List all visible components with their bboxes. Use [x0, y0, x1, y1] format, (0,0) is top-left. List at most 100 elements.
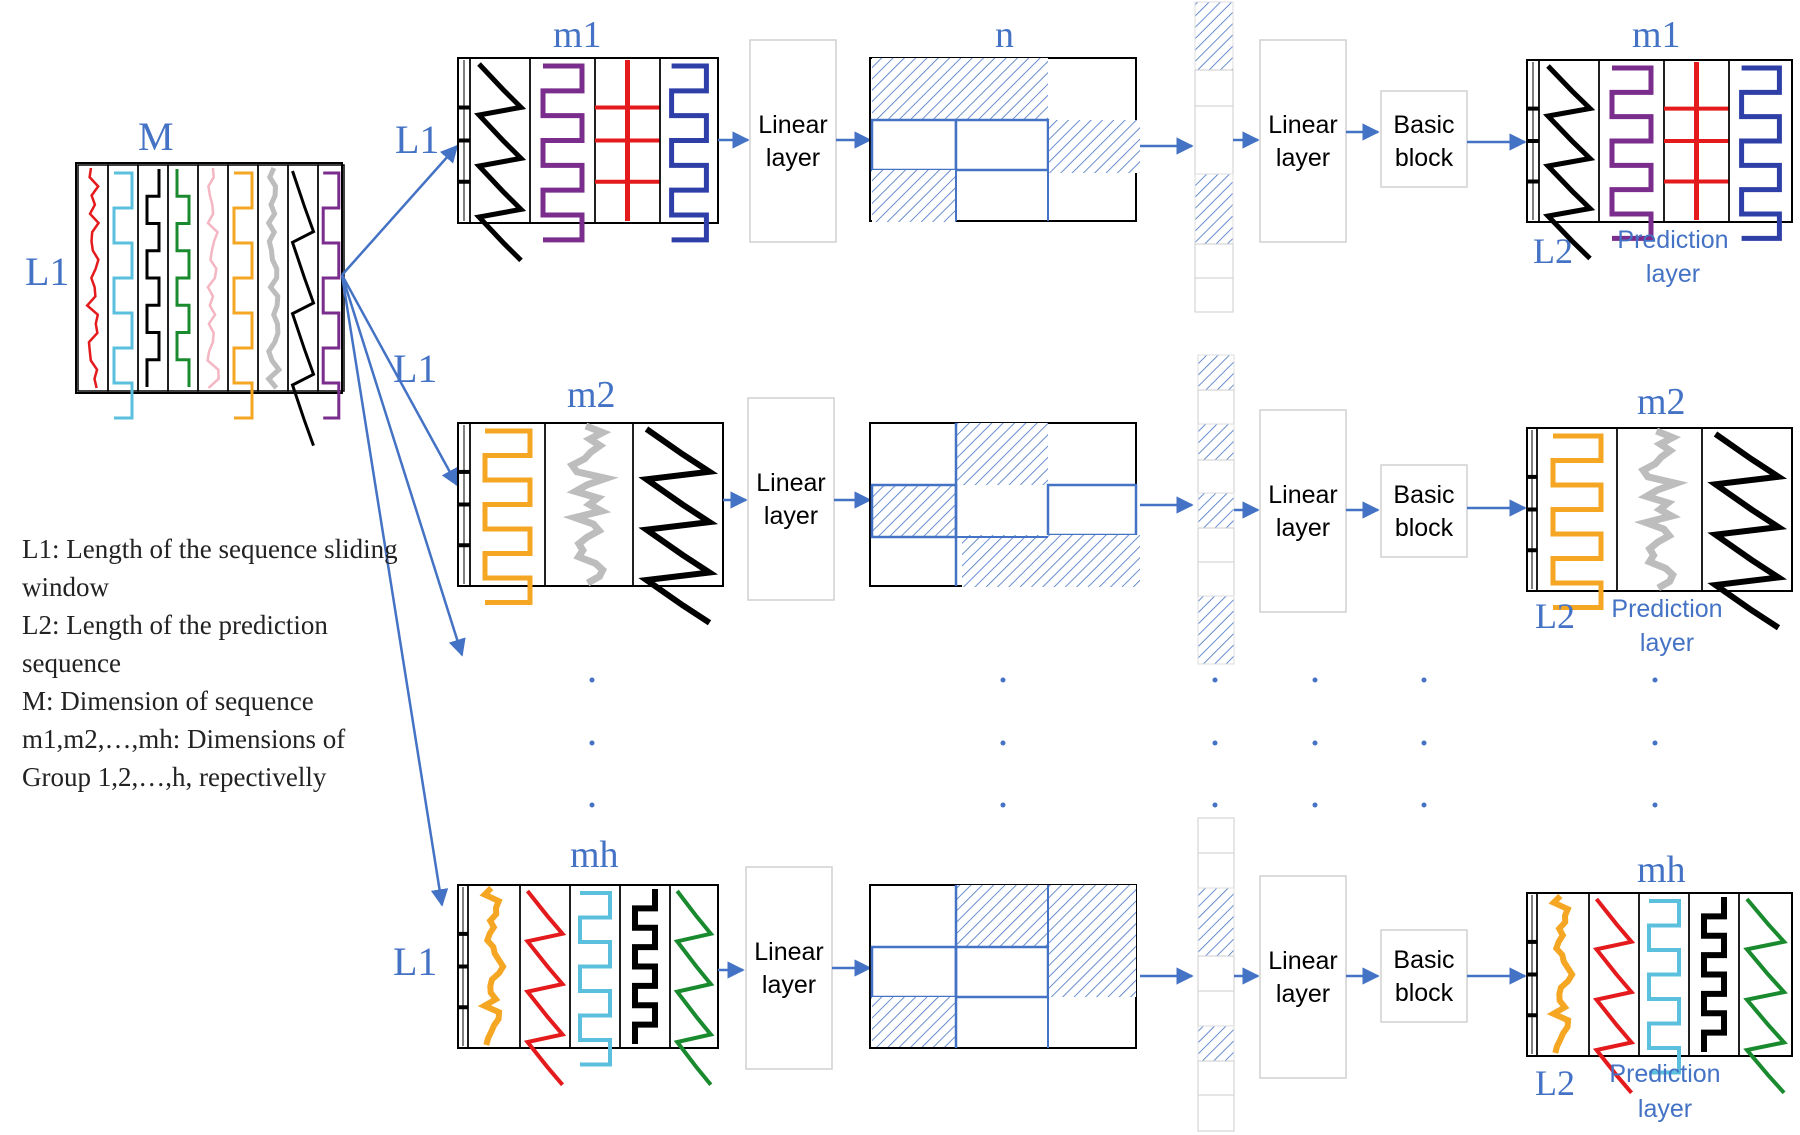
signal-trace [474, 62, 527, 263]
grouph-input-block [457, 884, 719, 1087]
linear-layer-r2b [1259, 409, 1347, 613]
basic-label-rh-1: Basic [1393, 946, 1454, 974]
signal-trace [175, 169, 191, 387]
signal-trace [265, 166, 283, 390]
linear-label-rhb-1: Linear [1268, 947, 1338, 975]
label-L2-r2: L2 [1535, 596, 1575, 636]
signal-trace [1634, 427, 1689, 592]
signal-trace [669, 63, 709, 243]
label-L1-row1: L1 [395, 117, 439, 162]
signal-trace [85, 167, 101, 389]
signal-trace [638, 426, 719, 626]
linear-label-rha-1: Linear [754, 938, 824, 966]
label-L1-rowh: L1 [393, 939, 437, 984]
linear-layer-r2a [747, 397, 835, 601]
legend-item-groups: m1,m2,…,mh: Dimensions of Group 1,2,…,h,… [22, 724, 346, 792]
label-m2-out: m2 [1637, 381, 1686, 423]
signal-strip-frame [1701, 427, 1793, 592]
linear-layer-rhb [1259, 875, 1347, 1079]
signal-trace [206, 167, 220, 389]
linear-label-r1b-1: Linear [1268, 111, 1338, 139]
signal-trace [290, 170, 316, 447]
signal-trace [632, 889, 658, 1044]
signal-trace [145, 169, 161, 387]
arrow-to-group-dots [340, 274, 466, 657]
group2-input-block [457, 422, 724, 626]
arrow-to-group-1 [341, 144, 459, 276]
linear-label-r1a-1: Linear [758, 111, 828, 139]
group2-output-block [1526, 427, 1793, 631]
basic-label-r2-1: Basic [1393, 481, 1454, 509]
signal-strip-frame [1728, 59, 1793, 223]
label-L1-input: L1 [25, 249, 69, 294]
group1-input-block [457, 57, 719, 263]
pred-label-rh-1: Prediction [1609, 1060, 1720, 1088]
basic-block-rh [1380, 929, 1468, 1023]
grouph-output-block [1526, 892, 1793, 1095]
linear-layer-rha [745, 866, 833, 1070]
grouped-matrix-r2 [869, 422, 1140, 587]
signal-trace [540, 63, 585, 243]
signal-trace [321, 171, 341, 420]
linear-label-rhb-2: layer [1276, 980, 1330, 1008]
label-L1-row2: L1 [393, 346, 437, 391]
linear-label-rha-2: layer [762, 971, 816, 999]
arrow-to-group-2 [340, 274, 459, 487]
linear-layer-r1b [1259, 39, 1347, 243]
label-L2-r1: L2 [1533, 231, 1573, 271]
pred-label-r2-1: Prediction [1611, 595, 1722, 623]
signal-strip-frame [669, 884, 719, 1049]
linear-label-r2b-1: Linear [1268, 481, 1338, 509]
row-group-h: mh Linear layer [457, 817, 1793, 1132]
basic-label-r2-2: block [1395, 514, 1454, 542]
group1-output-block [1526, 59, 1793, 261]
label-mh-out: mh [1637, 849, 1686, 891]
pred-label-r1-2: layer [1646, 260, 1700, 288]
basic-block-r1 [1380, 90, 1468, 188]
basic-label-rh-2: block [1395, 979, 1454, 1007]
pred-label-rh-2: layer [1638, 1095, 1692, 1123]
legend-item-L1: L1: Length of the sequence sliding windo… [22, 534, 398, 602]
label-m1: m1 [553, 14, 602, 56]
signal-strip-frame [1738, 892, 1793, 1057]
grouped-matrix-r1 [869, 57, 1140, 222]
linear-label-r2a-1: Linear [756, 469, 826, 497]
pred-label-r2-2: layer [1640, 629, 1694, 657]
signal-trace [1647, 899, 1681, 1075]
signal-trace [1609, 65, 1654, 241]
legend: L1: Length of the sequence sliding windo… [22, 530, 407, 796]
label-L2-rh: L2 [1535, 1063, 1575, 1103]
signal-trace [482, 428, 533, 605]
label-m2: m2 [567, 374, 616, 416]
linear-layer-r1a [749, 39, 837, 243]
label-M: M [138, 114, 174, 159]
signal-trace [477, 885, 507, 1046]
signal-trace [232, 171, 254, 420]
label-n: n [995, 14, 1014, 56]
basic-block-r2 [1380, 464, 1468, 558]
signal-trace [562, 422, 619, 587]
linear-label-r1b-2: layer [1276, 144, 1330, 172]
signal-trace [1739, 65, 1782, 241]
linear-label-r2b-2: layer [1276, 514, 1330, 542]
signal-trace [1592, 897, 1636, 1095]
vector-column-rh [1197, 817, 1235, 1132]
signal-trace [1546, 893, 1576, 1054]
arrow-to-group-h [340, 274, 449, 907]
legend-item-L2: L2: Length of the prediction sequence [22, 610, 328, 678]
signal-trace [1550, 433, 1604, 610]
grouped-matrix-rh [869, 884, 1137, 1049]
vector-column-r1 [1194, 1, 1234, 313]
row-group-2: m2 Linear layer [457, 354, 1793, 665]
row-group-1: m1 Linear layer n [457, 1, 1793, 313]
signal-strip-frame [632, 422, 724, 587]
signal-trace [1701, 897, 1727, 1052]
linear-label-r1a-2: layer [766, 144, 820, 172]
signal-trace [673, 889, 715, 1087]
signal-trace [1707, 431, 1788, 631]
input-sequence-block [75, 162, 345, 447]
label-mh: mh [570, 834, 619, 876]
legend-item-M: M: Dimension of sequence [22, 686, 314, 716]
linear-label-r2a-2: layer [764, 502, 818, 530]
